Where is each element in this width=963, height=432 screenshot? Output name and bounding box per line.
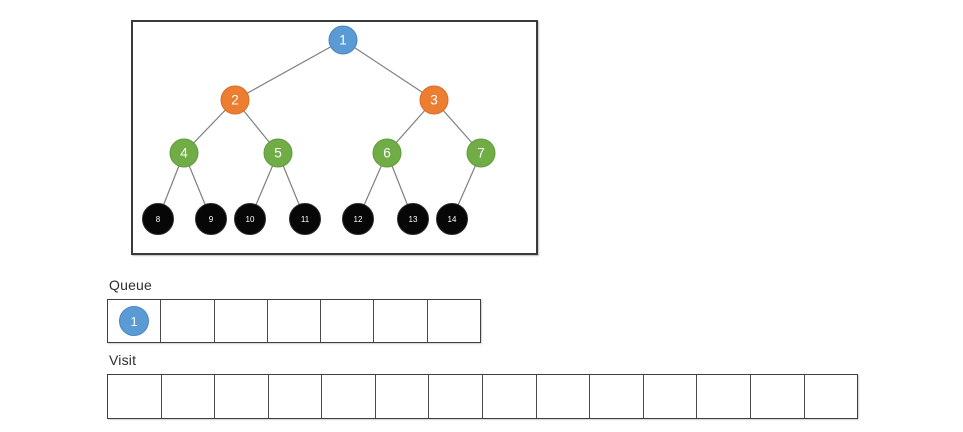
queue-cell-4 bbox=[321, 300, 375, 342]
queue-cell-3 bbox=[268, 300, 322, 342]
tree-node-7: 7 bbox=[466, 138, 496, 168]
queue-cell-0: 1 bbox=[108, 300, 162, 342]
tree-node-13: 13 bbox=[397, 203, 429, 235]
tree-node-5: 5 bbox=[263, 138, 293, 168]
visit-cell-8 bbox=[537, 375, 591, 418]
tree-node-label-1: 1 bbox=[339, 33, 347, 48]
tree-node-6: 6 bbox=[372, 138, 402, 168]
tree-edge-1-3 bbox=[342, 39, 435, 101]
visit-cell-1 bbox=[162, 375, 216, 418]
tree-node-12: 12 bbox=[342, 203, 374, 235]
tree-node-label-6: 6 bbox=[383, 146, 391, 161]
visit-cell-11 bbox=[697, 375, 751, 418]
visit-cell-9 bbox=[590, 375, 644, 418]
tree-node-label-5: 5 bbox=[274, 146, 282, 161]
tree-node-circle-8 bbox=[142, 203, 174, 235]
queue-cell-2 bbox=[215, 300, 268, 342]
queue-item-1: 1 bbox=[119, 306, 150, 336]
visit-cell-13 bbox=[805, 375, 858, 418]
queue-label: Queue bbox=[109, 277, 153, 293]
visit-cell-3 bbox=[269, 375, 323, 418]
tree-node-label-8: 8 bbox=[156, 215, 161, 224]
queue-cell-5 bbox=[374, 300, 428, 342]
tree-node-label-4: 4 bbox=[180, 146, 188, 161]
tree-node-2: 2 bbox=[220, 85, 250, 115]
visit-cell-6 bbox=[429, 375, 484, 418]
tree-node-circle-13 bbox=[397, 203, 429, 235]
tree-node-3: 3 bbox=[419, 85, 449, 115]
visit-cell-12 bbox=[751, 375, 805, 418]
tree-node-label-10: 10 bbox=[246, 215, 255, 224]
tree-node-circle-3 bbox=[419, 85, 449, 115]
tree-node-circle-11 bbox=[289, 203, 321, 235]
tree-node-8: 8 bbox=[142, 203, 174, 235]
tree-node-1: 1 bbox=[328, 25, 358, 55]
visit-cell-2 bbox=[215, 375, 269, 418]
tree-node-circle-12 bbox=[342, 203, 374, 235]
tree-node-label-14: 14 bbox=[448, 215, 457, 224]
tree-node-circle-7 bbox=[466, 138, 496, 168]
tree-node-9: 9 bbox=[195, 203, 227, 235]
tree-node-circle-14 bbox=[436, 203, 468, 235]
tree-node-label-12: 12 bbox=[354, 215, 363, 224]
tree-node-circle-6 bbox=[372, 138, 402, 168]
tree-node-10: 10 bbox=[234, 203, 266, 235]
tree-node-label-2: 2 bbox=[231, 93, 239, 108]
queue-array: 1 bbox=[107, 299, 481, 343]
visit-label: Visit bbox=[109, 352, 137, 368]
visit-cell-10 bbox=[644, 375, 698, 418]
visit-cell-0 bbox=[108, 375, 162, 418]
visit-array bbox=[107, 374, 858, 419]
tree-node-circle-5 bbox=[263, 138, 293, 168]
tree-node-11: 11 bbox=[289, 203, 321, 235]
tree-node-label-7: 7 bbox=[477, 146, 485, 161]
tree-node-label-3: 3 bbox=[430, 93, 438, 108]
tree-node-label-11: 11 bbox=[301, 215, 310, 224]
tree-node-circle-9 bbox=[195, 203, 227, 235]
visit-cell-7 bbox=[483, 375, 537, 418]
visit-cell-4 bbox=[322, 375, 376, 418]
tree-node-circle-2 bbox=[220, 85, 250, 115]
tree-node-label-9: 9 bbox=[209, 215, 214, 224]
tree-node-label-13: 13 bbox=[409, 215, 418, 224]
visit-cell-5 bbox=[376, 375, 430, 418]
tree-node-circle-1 bbox=[328, 25, 358, 55]
tree-edge-1-2 bbox=[234, 39, 344, 101]
tree-node-14: 14 bbox=[436, 203, 468, 235]
tree-node-4: 4 bbox=[169, 138, 199, 168]
tree-node-circle-4 bbox=[169, 138, 199, 168]
queue-cell-6 bbox=[428, 300, 480, 342]
tree-node-circle-10 bbox=[234, 203, 266, 235]
queue-cell-1 bbox=[161, 300, 215, 342]
